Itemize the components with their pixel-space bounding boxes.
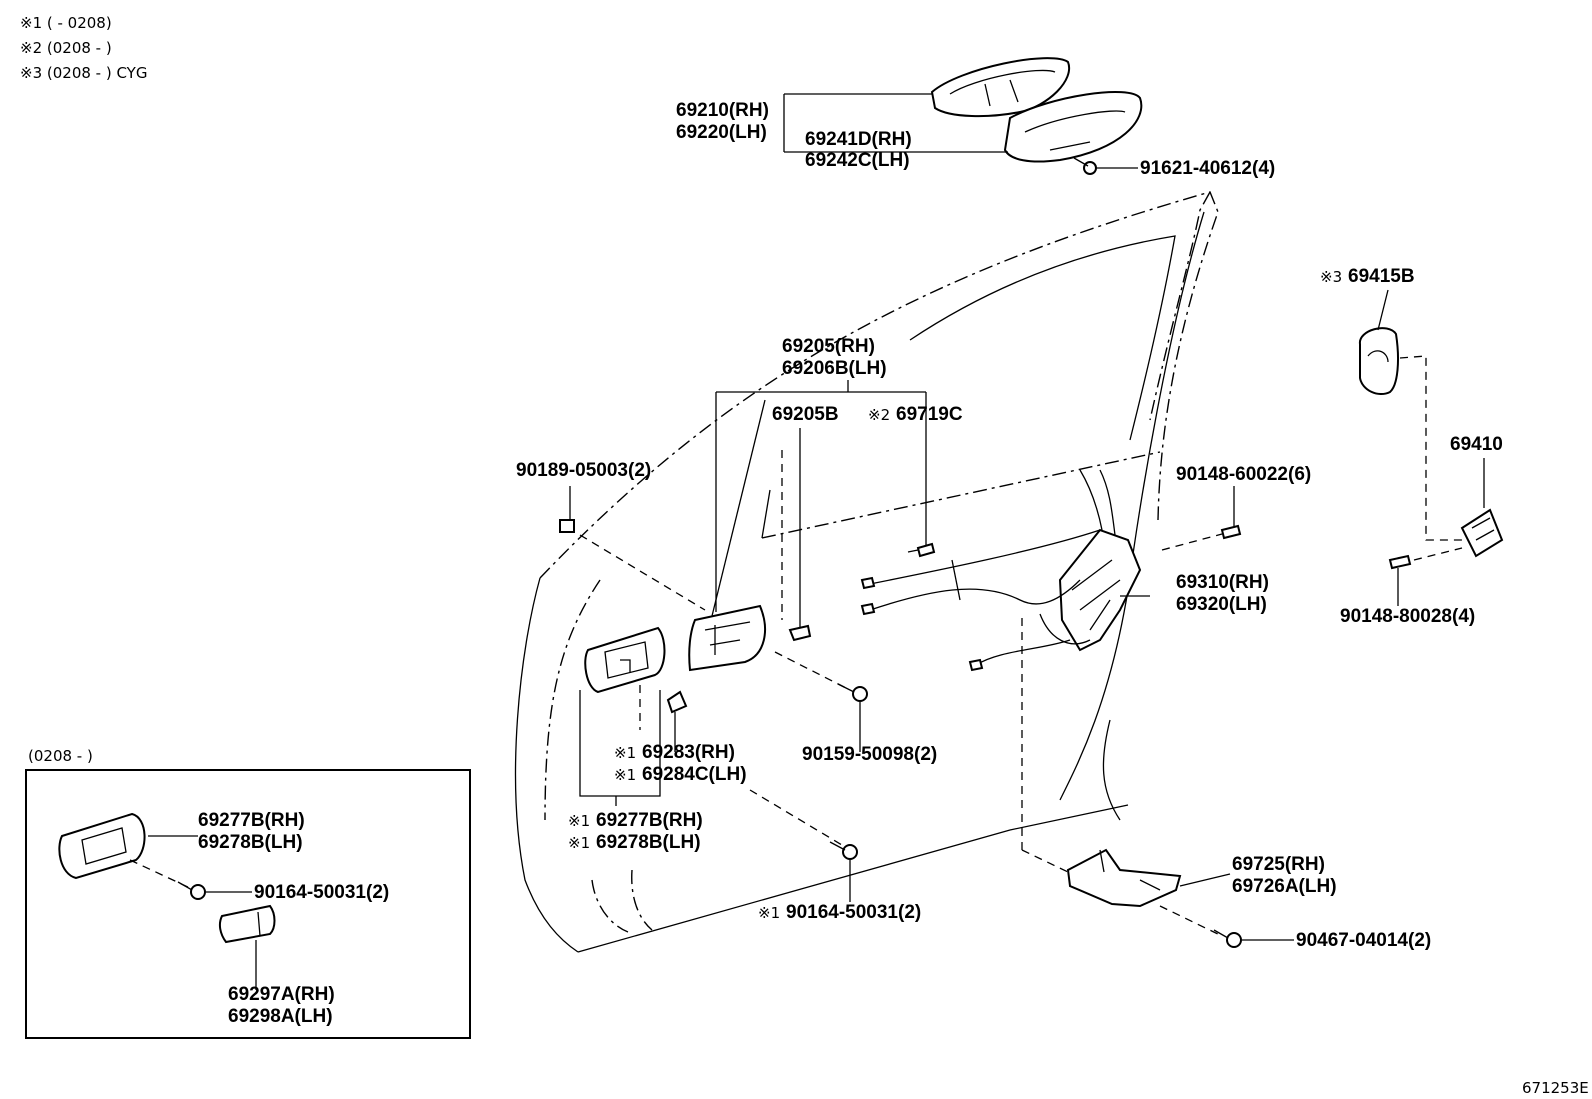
- label-69415-mark: ※3: [1320, 268, 1342, 286]
- label-90148-a: 90148-60022(6): [1176, 464, 1311, 485]
- label-90467: 90467-04014(2): [1296, 930, 1431, 951]
- label-69410: 69410: [1450, 434, 1503, 455]
- lower-bracket: [1021, 848, 1231, 937]
- clip-90189: [559, 486, 706, 611]
- clip-69205b: [788, 624, 812, 642]
- label-69283-mark: ※1: [614, 744, 636, 762]
- label-69415: 69415B: [1348, 266, 1415, 287]
- label-69719-mark: ※2: [868, 406, 890, 424]
- label-90164: 90164-50031(2): [786, 902, 921, 923]
- label-69278-mark: ※1: [568, 834, 590, 852]
- label-69277: 69277B(RH): [596, 810, 703, 831]
- label-69205: 69205(RH): [782, 336, 875, 357]
- label-69210: 69210(RH): [676, 100, 769, 121]
- door-lock: [1039, 469, 1150, 652]
- label-90159: 90159-50098(2): [802, 744, 937, 765]
- label-69719: 69719C: [896, 404, 963, 425]
- bolt-90467: [1213, 929, 1294, 948]
- label-69220: 69220(LH): [676, 122, 767, 143]
- outside-handle-bolt: [1073, 157, 1138, 175]
- screw-90148-60022: [1220, 486, 1242, 540]
- inset-box: [25, 769, 471, 1039]
- bolt-69719c: [907, 542, 936, 558]
- label-90189: 90189-05003(2): [516, 460, 651, 481]
- inset-label-90164: 90164-50031(2): [254, 882, 389, 903]
- diagram-code: 671253E: [1522, 1079, 1589, 1097]
- screw-90159: [774, 651, 868, 752]
- label-69725: 69725(RH): [1232, 854, 1325, 875]
- outside-handle: [930, 57, 1143, 163]
- cap-69283: [666, 690, 688, 752]
- note-1: ※1 ( - 0208): [20, 14, 112, 32]
- label-69726: 69726A(LH): [1232, 876, 1337, 897]
- label-90148-b: 90148-80028(4): [1340, 606, 1475, 627]
- part-labels: 69210(RH) 69220(LH) 69241D(RH) 69242C(LH…: [28, 100, 1589, 1097]
- inside-handle: [688, 399, 766, 672]
- inset-label-69298: 69298A(LH): [228, 1006, 333, 1027]
- label-69284-mark: ※1: [614, 766, 636, 784]
- label-69242: 69242C(LH): [805, 150, 910, 171]
- label-69284: 69284C(LH): [642, 764, 747, 785]
- label-69310: 69310(RH): [1176, 572, 1269, 593]
- label-69283: 69283(RH): [642, 742, 735, 763]
- label-69205b: 69205B: [772, 404, 839, 425]
- note-2: ※2 (0208 - ): [20, 39, 112, 57]
- note-3: ※3 (0208 - ) CYG: [20, 64, 147, 82]
- inset-label-69297: 69297A(RH): [228, 984, 335, 1005]
- striker-cover: [1359, 289, 1462, 541]
- lock-cables: [860, 529, 1101, 672]
- label-69278: 69278B(LH): [596, 832, 701, 853]
- label-69206: 69206B(LH): [782, 358, 887, 379]
- label-69320: 69320(LH): [1176, 594, 1267, 615]
- screw-90148-80028: [1388, 554, 1412, 606]
- label-91621: 91621-40612(4): [1140, 158, 1275, 179]
- striker: [1413, 458, 1504, 561]
- label-90164-mark: ※1: [758, 904, 780, 922]
- screw-90164: [749, 789, 858, 902]
- inset-label-69278: 69278B(LH): [198, 832, 303, 853]
- handle-bezel: [584, 626, 666, 694]
- inset-label-69277: 69277B(RH): [198, 810, 305, 831]
- inset-label: (0208 - ): [28, 747, 93, 765]
- condition-notes: ※1 ( - 0208) ※2 (0208 - ) ※3 (0208 - ) C…: [20, 14, 147, 82]
- label-69277-mark: ※1: [568, 812, 590, 830]
- label-69241: 69241D(RH): [805, 129, 912, 150]
